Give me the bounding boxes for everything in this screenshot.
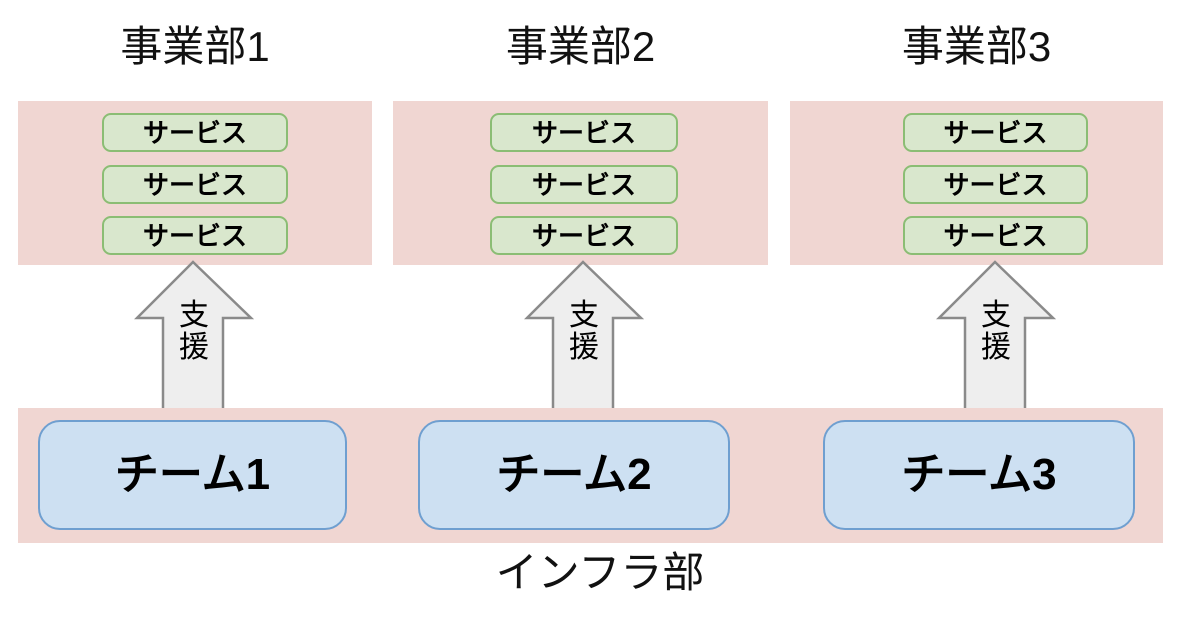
- service-box-2-1[interactable]: サービス: [490, 113, 678, 152]
- team-label: チーム1: [114, 450, 271, 499]
- service-box-3-1[interactable]: サービス: [903, 113, 1088, 152]
- division-title-1: 事業部1: [120, 23, 270, 70]
- service-label: サービス: [531, 117, 636, 148]
- team-label: チーム2: [496, 450, 652, 499]
- service-box-2-2[interactable]: サービス: [490, 165, 678, 204]
- support-arrow-2: [524, 260, 644, 418]
- division-title-3: 事業部3: [901, 23, 1052, 70]
- service-label: サービス: [142, 117, 247, 148]
- service-box-3-2[interactable]: サービス: [903, 165, 1088, 204]
- service-label: サービス: [142, 220, 247, 251]
- service-box-1-3[interactable]: サービス: [102, 216, 288, 255]
- service-label: サービス: [142, 169, 247, 200]
- support-arrow-1: [134, 260, 254, 418]
- service-box-3-3[interactable]: サービス: [903, 216, 1088, 255]
- infra-department-caption: インフラ部: [495, 549, 705, 596]
- service-box-1-2[interactable]: サービス: [102, 165, 288, 204]
- service-label: サービス: [943, 117, 1048, 148]
- service-label: サービス: [531, 220, 636, 251]
- support-arrow-3: [936, 260, 1056, 418]
- service-label: サービス: [943, 220, 1048, 251]
- division-title-2: 事業部2: [505, 23, 656, 70]
- team-box-1[interactable]: チーム1: [38, 420, 347, 530]
- service-box-2-3[interactable]: サービス: [490, 216, 678, 255]
- team-box-3[interactable]: チーム3: [823, 420, 1135, 530]
- service-label: サービス: [531, 169, 636, 200]
- team-label: チーム3: [901, 450, 1057, 499]
- team-box-2[interactable]: チーム2: [418, 420, 730, 530]
- service-box-1-1[interactable]: サービス: [102, 113, 288, 152]
- service-label: サービス: [943, 169, 1048, 200]
